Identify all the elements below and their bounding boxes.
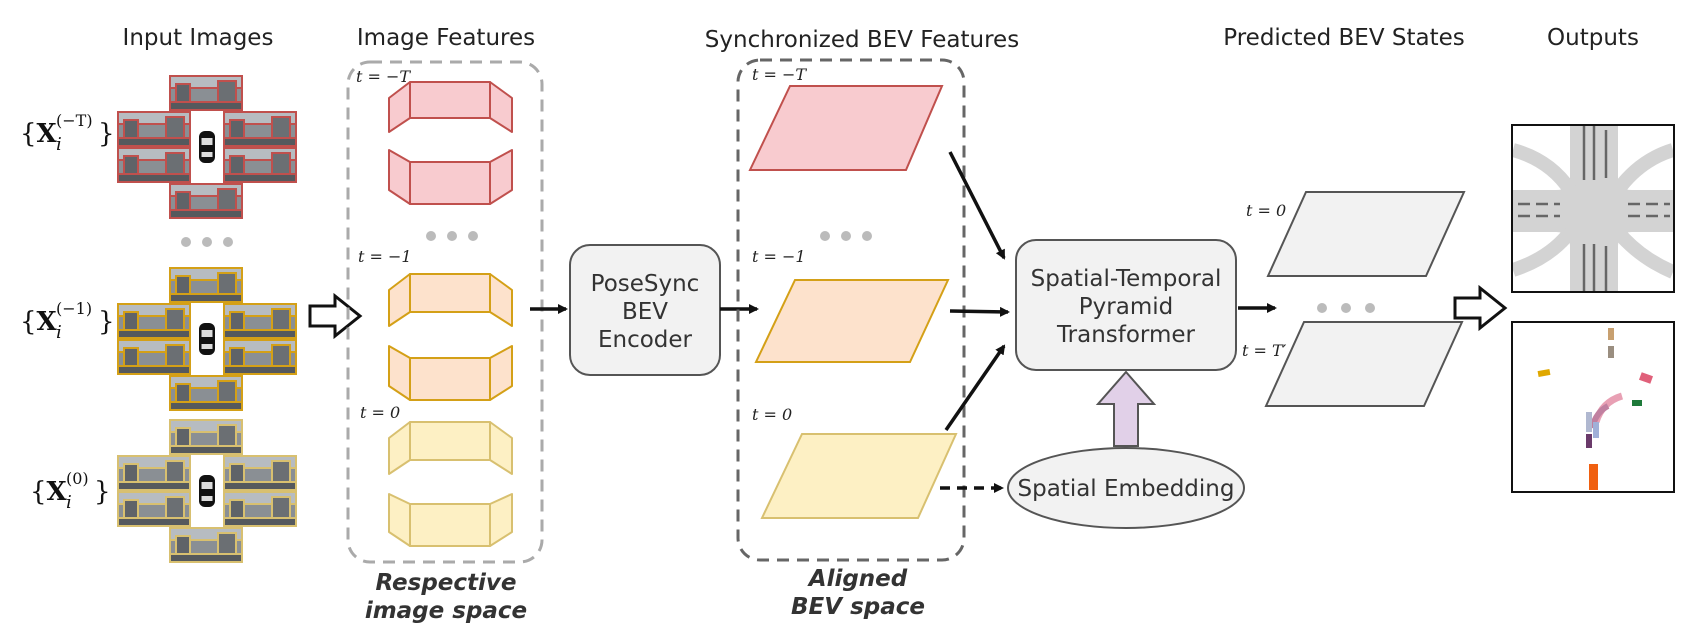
svg-text:(0): (0) [66, 469, 89, 488]
header-sync-bev-features: Synchronized BEV Features [705, 27, 1019, 53]
image-features-dashed-box [346, 60, 544, 564]
input-set-label-t-minus-1: {X (−1) i } [20, 299, 115, 343]
time-label-feat-t-0: t = 0 [360, 403, 400, 422]
svg-text:i: i [56, 134, 62, 155]
time-label-pred-t-0: t = 0 [1246, 201, 1286, 220]
feature-block-t-minus-1 [388, 273, 513, 401]
embedding-to-transformer-arrow [1095, 370, 1157, 447]
hollow-arrow-icon [1453, 284, 1508, 332]
time-label-bev-t-minus-T: t = −T [752, 65, 807, 84]
spatial-embedding-label: Spatial Embedding [1018, 476, 1235, 502]
note-respective-image-space-line1: Respective [375, 570, 516, 596]
encoder-label-line1: PoseSync [591, 271, 700, 297]
map-output-icon [1511, 124, 1675, 293]
input-set-label-t-minus-T: {X (−T) i } [20, 111, 115, 155]
svg-text:{X: {X [20, 119, 58, 149]
svg-text:}: } [98, 119, 115, 149]
note-aligned-bev-space-line2: BEV space [791, 594, 925, 620]
ellipsis-icon [1317, 303, 1375, 313]
transformer-label-line3: Transformer [1056, 322, 1196, 348]
time-label-pred-t-T-prime: t = T′ [1242, 341, 1287, 360]
svg-text:i: i [56, 322, 62, 343]
svg-text:}: } [94, 477, 111, 507]
svg-text:(−T): (−T) [56, 111, 93, 130]
time-label-feat-t-minus-1: t = −1 [358, 247, 412, 266]
bev-plane-t-minus-1 [754, 279, 950, 363]
ellipsis-icon [181, 237, 233, 247]
ellipsis-icon [820, 231, 872, 241]
arrow-bev-1-to-transformer [949, 306, 1010, 317]
svg-text:{X: {X [20, 307, 58, 337]
ellipsis-icon [426, 231, 478, 241]
car-icon [199, 323, 215, 355]
svg-text:}: } [98, 307, 115, 337]
car-icon [199, 475, 215, 507]
feature-block-t-minus-T [388, 81, 513, 205]
car-icon [199, 131, 215, 163]
svg-text:i: i [66, 492, 72, 513]
transformer-label-line1: Spatial-Temporal [1031, 266, 1222, 292]
predicted-bev-plane-t-T-prime [1264, 321, 1464, 407]
trajectory-output-icon [1511, 321, 1675, 493]
input-images-t-0 [117, 419, 297, 563]
spatial-temporal-pyramid-transformer-box [1015, 239, 1237, 371]
header-input-images: Input Images [123, 25, 274, 51]
note-aligned-bev-space-line1: Aligned [807, 566, 908, 592]
header-outputs: Outputs [1547, 25, 1639, 51]
time-label-bev-t-minus-1: t = −1 [752, 247, 806, 266]
spatial-embedding-ellipse [1007, 447, 1245, 529]
header-image-features: Image Features [357, 25, 535, 51]
bev-plane-t-minus-T [748, 85, 944, 171]
input-images-t-minus-1 [117, 267, 297, 411]
input-set-label-t-0: {X (0) i } [30, 469, 111, 513]
note-respective-image-space-line2: image space [365, 598, 527, 624]
svg-text:{X: {X [30, 477, 68, 507]
hollow-arrow-icon [308, 292, 363, 340]
feature-block-t-0 [388, 421, 513, 547]
encoder-label-line3: Encoder [598, 327, 693, 353]
header-predicted-bev-states: Predicted BEV States [1223, 25, 1465, 51]
input-images-t-minus-T [117, 75, 297, 219]
svg-text:(−1): (−1) [56, 299, 92, 318]
arrow-bev-T-to-transformer [948, 151, 1006, 260]
time-label-feat-t-minus-T: t = −T [356, 67, 411, 86]
transformer-label-line2: Pyramid [1079, 294, 1173, 320]
arrow-bev-0-to-transformer [944, 344, 1006, 431]
time-label-bev-t-0: t = 0 [752, 405, 792, 424]
bev-plane-t-0 [760, 433, 958, 519]
encoder-label-line2: BEV [622, 299, 668, 325]
predicted-bev-plane-t-0 [1266, 191, 1466, 277]
